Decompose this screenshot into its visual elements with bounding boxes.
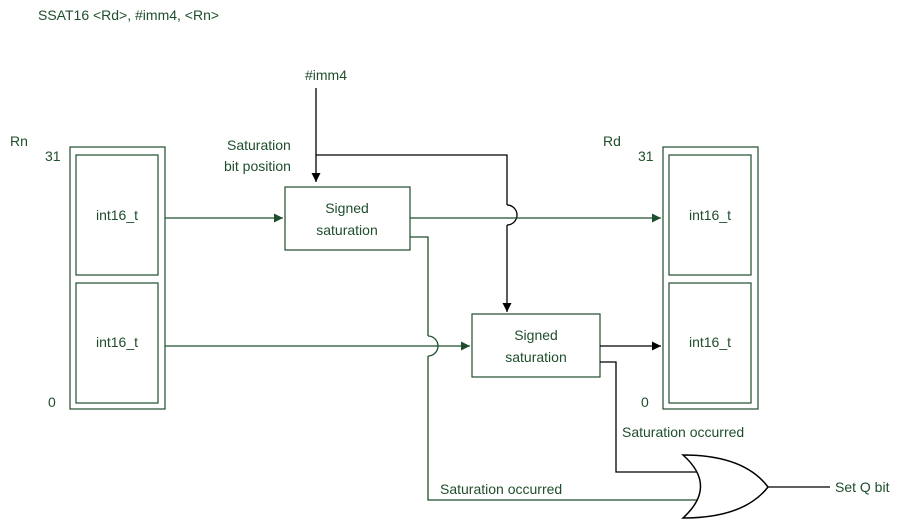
saturation-bit-position-label-1: Saturation (227, 137, 291, 153)
rd-upper-half (668, 154, 752, 276)
rd-lower-half (668, 282, 752, 404)
upper-occurred-hop (427, 335, 439, 357)
imm4-label: #imm4 (305, 67, 347, 83)
rd-upper-type: int16_t (689, 207, 731, 223)
upper-saturation-label-2: saturation (316, 222, 377, 238)
rn-label: Rn (10, 133, 28, 149)
lower-saturation-block (471, 313, 601, 378)
rn-lower-type: int16_t (96, 334, 138, 350)
rn-lower-half (75, 282, 159, 404)
upper-saturation-block (284, 186, 411, 251)
rn-bit-31: 31 (45, 148, 61, 164)
rd-lower-type: int16_t (689, 334, 731, 350)
set-q-bit-label: Set Q bit (835, 479, 890, 495)
saturation-occurred-left-label: Saturation occurred (440, 481, 562, 497)
upper-saturation-label-1: Signed (325, 200, 369, 216)
upper-occurred-wire-top (410, 236, 429, 336)
lower-occurred-wire (600, 361, 700, 473)
or-gate (681, 454, 769, 519)
rn-upper-type: int16_t (96, 207, 138, 223)
rd-bit-31: 31 (638, 148, 654, 164)
upper-occurred-wire-bottom (427, 356, 705, 501)
rd-label: Rd (603, 133, 621, 149)
instruction-title: SSAT16 <Rd>, #imm4, <Rn> (38, 7, 219, 23)
saturation-occurred-right-label: Saturation occurred (622, 424, 744, 440)
lower-saturation-label-1: Signed (514, 327, 558, 343)
lower-saturation-label-2: saturation (505, 349, 566, 365)
imm4-branch (316, 154, 508, 205)
saturation-bit-position-label-2: bit position (224, 158, 291, 174)
rd-bit-0: 0 (641, 394, 649, 410)
rn-upper-half (75, 154, 159, 276)
rn-bit-0: 0 (48, 394, 56, 410)
crossover-hop (506, 204, 518, 226)
